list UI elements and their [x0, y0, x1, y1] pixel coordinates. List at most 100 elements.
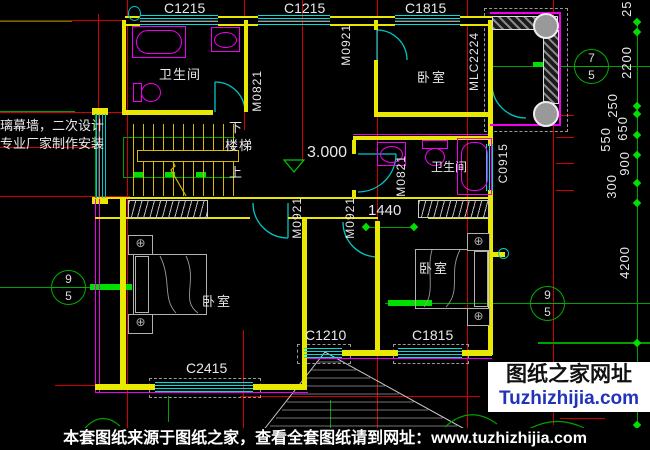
wall: [374, 20, 378, 30]
dim-label: 550: [598, 127, 613, 152]
bathtub: [457, 138, 492, 195]
room-label-bath2: 卫生间: [431, 160, 468, 174]
door-label: M0821: [394, 155, 408, 197]
crosshair-symbol: ⊕: [473, 309, 484, 323]
vent-symbol: [128, 6, 141, 21]
wall: [244, 20, 248, 112]
axis-number: 5: [544, 305, 551, 319]
grid-line: [560, 418, 605, 419]
balcony-wall-hatch: [543, 30, 559, 104]
wall-stub: [92, 108, 108, 115]
footer-source-text: 本套图纸来源于图纸之家，查看全套图纸请到网址：www.tuzhizhijia.c…: [0, 428, 650, 450]
window-label: C1815: [412, 327, 454, 343]
wall: [95, 217, 250, 219]
wall: [330, 16, 395, 26]
balcony-wall-line: [559, 12, 561, 126]
dim-line: [330, 400, 331, 428]
axis-line: [0, 21, 72, 22]
note-line-2: 专业厂家制作安装: [0, 136, 105, 151]
dim-leader: [556, 163, 574, 164]
axis-tick: [388, 300, 432, 306]
level-label: 3.000: [307, 144, 348, 161]
window-label: C1210: [305, 327, 347, 343]
grid-line: [240, 396, 480, 397]
bathtub: [132, 26, 186, 58]
dim-leader: [556, 115, 574, 116]
axis-number: 9: [65, 272, 72, 286]
stair-up-label: 上: [229, 165, 243, 180]
sink-bowl: [214, 32, 237, 48]
door-label: M0821: [250, 70, 264, 112]
sink: [211, 27, 240, 52]
door-label: M0921: [343, 197, 357, 239]
dim-line-1440: [366, 227, 416, 228]
balcony-wall-line: [490, 124, 561, 126]
axis-tick: [90, 284, 132, 290]
axis-line: [538, 342, 650, 344]
crosshair-symbol: ⊕: [135, 236, 146, 250]
window-label: C1215: [164, 0, 206, 16]
balcony-outline: [484, 8, 568, 132]
door-arc-bath1: [214, 81, 246, 113]
door-label: M0921: [339, 24, 353, 66]
wall: [488, 20, 493, 122]
watermark-url: Tuzhizhijia.com: [498, 388, 640, 409]
window-c1815-bottom: [398, 348, 462, 358]
bathtub-inner: [461, 142, 488, 191]
note-line-1: 璃幕墙，二次设计: [0, 118, 105, 133]
dim-leader: [556, 190, 574, 191]
nightstand: ⊕: [467, 308, 490, 326]
level-marker-triangle: [282, 159, 306, 173]
crosshair-symbol: ⊕: [473, 234, 484, 248]
wall: [352, 190, 356, 198]
axis-number: 7: [588, 51, 595, 65]
axis-bubble-top-right: 7 5: [574, 49, 609, 84]
bed: [133, 254, 207, 315]
grid-line: [243, 330, 244, 430]
wall: [353, 136, 488, 140]
wall: [488, 190, 493, 355]
window-label: C0915: [496, 143, 510, 184]
axis-line: [490, 66, 650, 67]
wall: [374, 60, 378, 114]
window-label: C1215: [284, 0, 326, 16]
grid-line: [0, 147, 98, 148]
sink-bowl: [380, 146, 403, 163]
axis-bubble-divider: [575, 66, 608, 67]
axis-line: [0, 111, 75, 112]
facade-line: [95, 392, 308, 393]
wall: [302, 352, 307, 390]
wall: [460, 16, 492, 26]
window-c2415: [155, 382, 253, 392]
dim-leader: [556, 137, 574, 138]
window-label: C2415: [186, 360, 228, 376]
window-label: C1815: [405, 0, 447, 16]
room-label-bath1: 卫生间: [159, 67, 202, 82]
axis-number: 5: [588, 68, 595, 82]
balcony-wall-line: [490, 12, 561, 14]
watermark-title: 图纸之家网址: [506, 363, 632, 386]
grid-line: [377, 0, 378, 432]
wall: [95, 384, 155, 390]
door-label: M0921: [290, 197, 304, 239]
facade-line: [95, 197, 96, 393]
grid-line: [553, 0, 554, 425]
door-arc-bed-bl: [252, 202, 289, 239]
room-label-bed-tr: 卧室: [417, 70, 448, 85]
bed-pillow: [135, 256, 149, 313]
dim-label: 650: [615, 116, 630, 141]
wall: [122, 20, 126, 114]
axis-bubble-mid-left: 9 5: [51, 270, 86, 305]
watermark-box: 图纸之家网址 Tuzhizhijia.com: [488, 362, 650, 412]
window-c1815-top: [395, 15, 460, 27]
wall: [488, 122, 493, 146]
crosshair-symbol: ⊕: [135, 315, 146, 329]
wall: [218, 16, 258, 26]
dim-label-1440: 1440: [368, 202, 402, 219]
dim-line-right: [637, 20, 638, 427]
dim-label: 4200: [617, 246, 632, 279]
wall: [120, 197, 126, 389]
bed-fold-lines: [159, 249, 461, 314]
nightstand: ⊕: [128, 314, 153, 334]
